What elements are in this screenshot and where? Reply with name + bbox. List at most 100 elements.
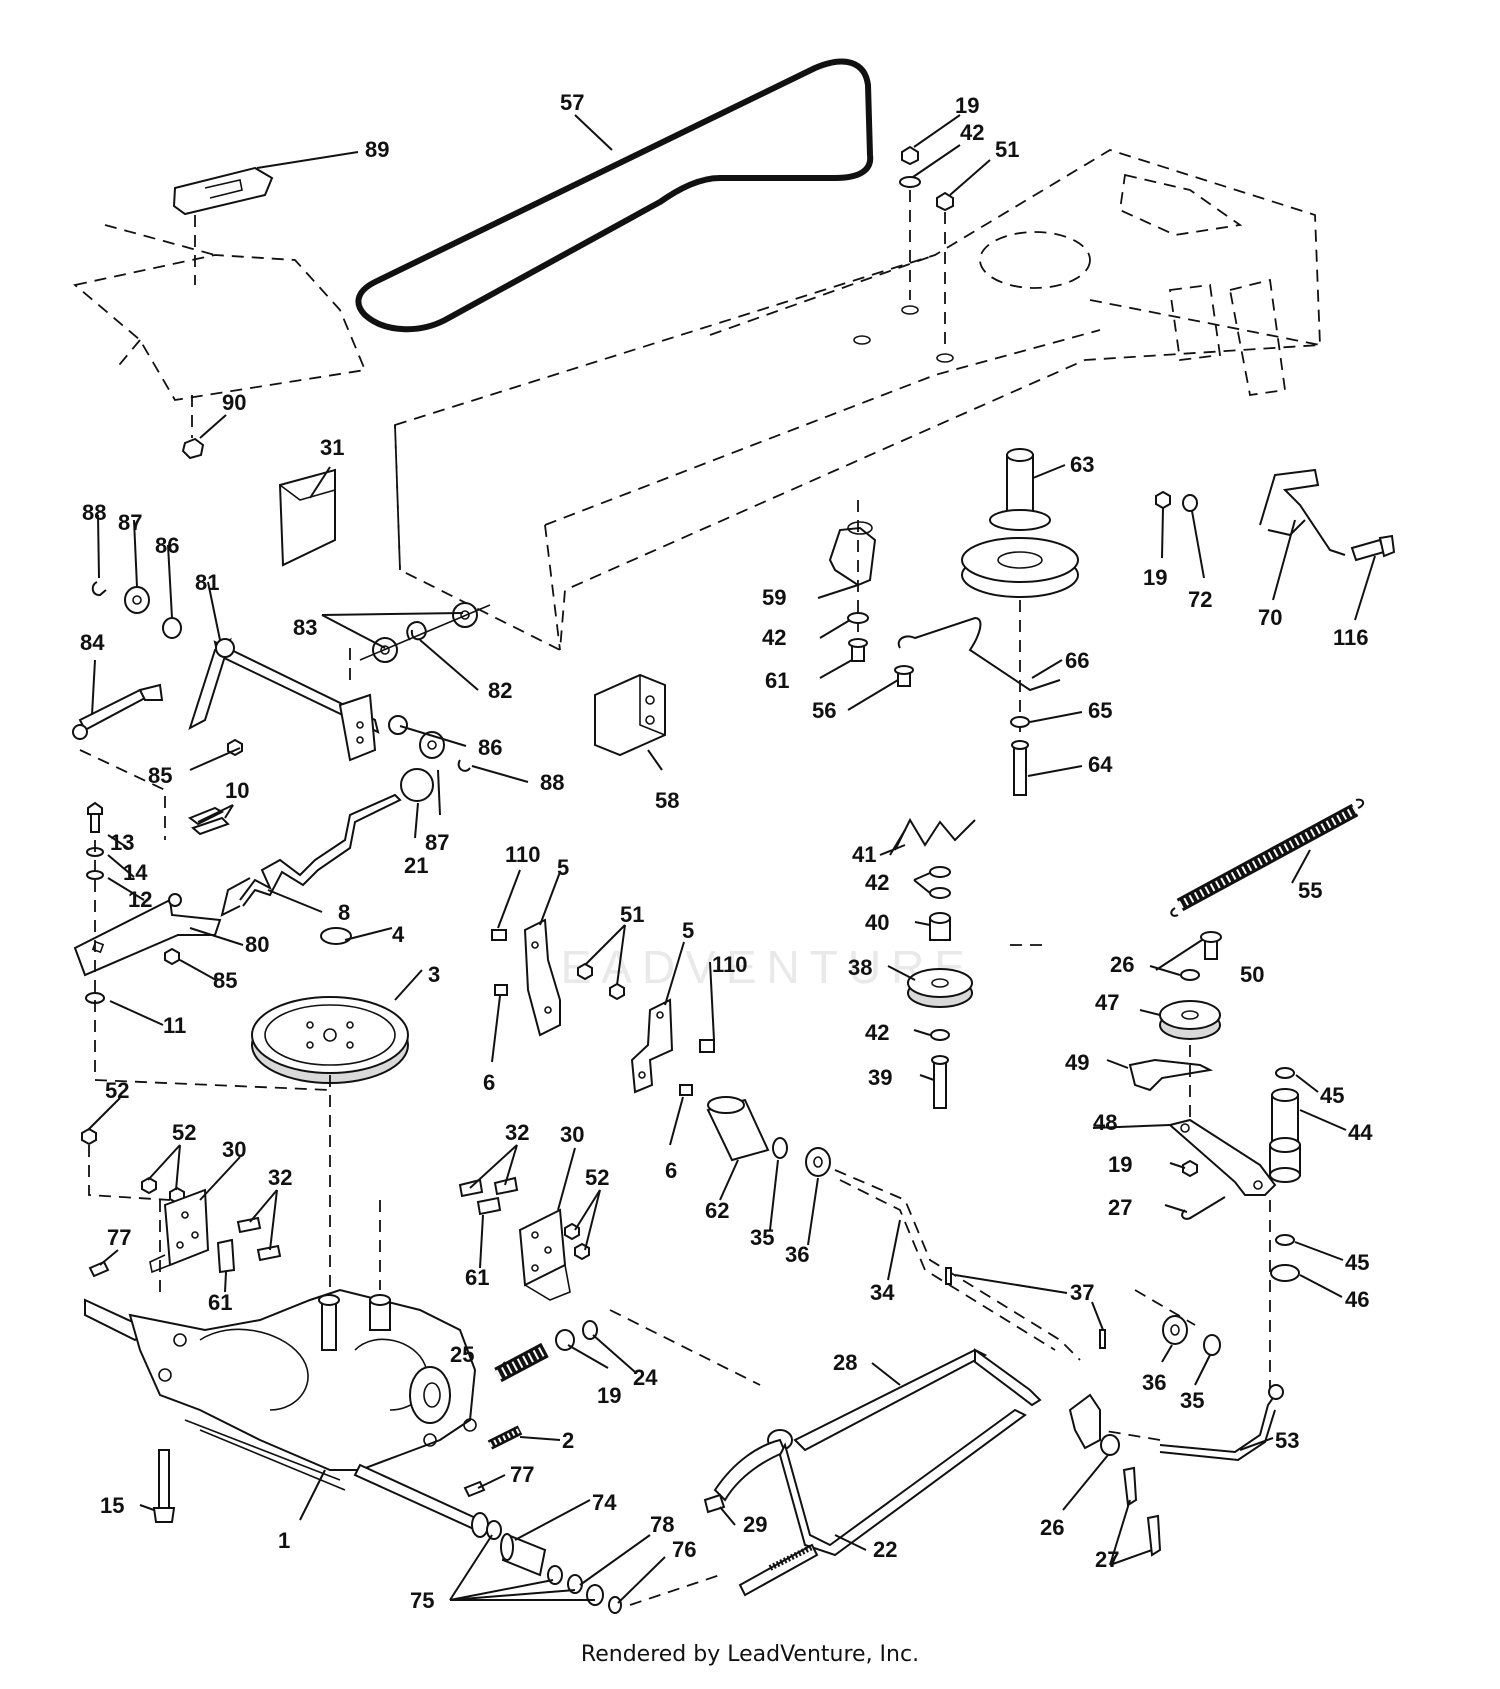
callout-21: 21 bbox=[404, 853, 428, 878]
callout-47: 47 bbox=[1095, 990, 1119, 1015]
bolt-15 bbox=[152, 1449, 176, 1523]
callout-41: 41 bbox=[852, 842, 876, 867]
callout-90: 90 bbox=[222, 390, 246, 415]
callout-82: 82 bbox=[488, 678, 512, 703]
callout-62: 62 bbox=[705, 1198, 729, 1223]
callout-49: 49 bbox=[1065, 1050, 1089, 1075]
callout-110: 110 bbox=[712, 952, 748, 977]
callout-70: 70 bbox=[1258, 605, 1282, 630]
callout-6: 6 bbox=[483, 1070, 495, 1095]
callout-63: 63 bbox=[1070, 452, 1094, 477]
keys-77 bbox=[88, 1260, 486, 1498]
callout-34: 34 bbox=[870, 1280, 895, 1305]
springs-25-2 bbox=[487, 1309, 761, 1450]
callout-61: 61 bbox=[208, 1290, 232, 1315]
callout-116: 116 bbox=[1333, 625, 1369, 650]
idler-arm-70 bbox=[1259, 468, 1396, 562]
spring-wire-66 bbox=[894, 616, 1061, 692]
bracket-31 bbox=[278, 468, 336, 567]
axle-spacers-74-75 bbox=[486, 1520, 721, 1614]
callout-35: 35 bbox=[1180, 1388, 1204, 1413]
callout-72: 72 bbox=[1188, 587, 1212, 612]
callout-28: 28 bbox=[833, 1350, 857, 1375]
bracket-26-rod-53 bbox=[1068, 1384, 1284, 1557]
callout-77: 77 bbox=[107, 1225, 131, 1250]
callout-57: 57 bbox=[560, 90, 584, 115]
rod-34 bbox=[834, 1169, 1081, 1361]
rods-28-22 bbox=[703, 1348, 1042, 1597]
callout-30: 30 bbox=[560, 1122, 584, 1147]
callout-22: 22 bbox=[873, 1537, 897, 1562]
callout-32: 32 bbox=[505, 1120, 529, 1145]
dash-panel-outline bbox=[73, 224, 367, 401]
console-plate bbox=[172, 166, 274, 285]
callout-66: 66 bbox=[1065, 648, 1089, 673]
callout-77: 77 bbox=[510, 1462, 534, 1487]
callout-83: 83 bbox=[293, 615, 317, 640]
callout-25: 25 bbox=[450, 1342, 474, 1367]
callout-87: 87 bbox=[118, 510, 142, 535]
callout-78: 78 bbox=[650, 1512, 674, 1537]
fasteners-top bbox=[853, 145, 954, 363]
callout-51: 51 bbox=[995, 137, 1019, 162]
callout-86: 86 bbox=[478, 735, 502, 760]
credit-text: Rendered by LeadVenture, Inc. bbox=[580, 1642, 920, 1667]
callout-4: 4 bbox=[392, 922, 405, 947]
callout-45: 45 bbox=[1320, 1083, 1344, 1108]
idler-stack-38 bbox=[889, 817, 976, 1109]
callout-85: 85 bbox=[213, 968, 237, 993]
callout-50: 50 bbox=[1240, 962, 1264, 987]
brackets-5 bbox=[491, 918, 715, 1096]
callout-26: 26 bbox=[1110, 952, 1134, 977]
callout-15: 15 bbox=[100, 1493, 124, 1518]
callout-29: 29 bbox=[743, 1512, 767, 1537]
callout-88: 88 bbox=[540, 770, 564, 795]
extension-spring-55 bbox=[1170, 798, 1364, 917]
shift-rod-8 bbox=[187, 768, 434, 917]
washers-36-35-lower bbox=[1162, 1315, 1221, 1356]
callout-5: 5 bbox=[557, 855, 569, 880]
callout-19: 19 bbox=[1143, 565, 1167, 590]
callout-27: 27 bbox=[1095, 1547, 1119, 1572]
callout-19: 19 bbox=[597, 1383, 621, 1408]
callout-42: 42 bbox=[865, 870, 889, 895]
spindle-pulley-63 bbox=[961, 448, 1079, 770]
callout-59: 59 bbox=[762, 585, 786, 610]
callout-40: 40 bbox=[865, 910, 889, 935]
callout-52: 52 bbox=[105, 1078, 129, 1103]
lever-shaft-81 bbox=[79, 637, 380, 840]
transaxle-1 bbox=[84, 1200, 489, 1538]
callout-19: 19 bbox=[1108, 1152, 1132, 1177]
idler-bracket-48 bbox=[1128, 931, 1301, 1390]
callout-64: 64 bbox=[1088, 752, 1113, 777]
callout-51: 51 bbox=[620, 902, 644, 927]
callout-12: 12 bbox=[128, 887, 152, 912]
washer-bolt-65-64 bbox=[1010, 716, 1030, 796]
callout-75: 75 bbox=[410, 1588, 434, 1613]
callout-65: 65 bbox=[1088, 698, 1112, 723]
callout-80: 80 bbox=[245, 932, 269, 957]
callout-81: 81 bbox=[195, 570, 219, 595]
callout-52: 52 bbox=[585, 1165, 609, 1190]
callout-3: 3 bbox=[428, 962, 440, 987]
callout-36: 36 bbox=[785, 1242, 809, 1267]
callout-6: 6 bbox=[665, 1158, 677, 1183]
callout-5: 5 bbox=[682, 918, 694, 943]
drive-pulley-3 bbox=[251, 927, 409, 1300]
callout-84: 84 bbox=[80, 630, 105, 655]
callout-88: 88 bbox=[82, 500, 106, 525]
callout-35: 35 bbox=[750, 1225, 774, 1250]
callout-14: 14 bbox=[123, 860, 148, 885]
callout-89: 89 bbox=[365, 137, 389, 162]
bracket-30-left bbox=[81, 1127, 282, 1300]
callout-46: 46 bbox=[1345, 1287, 1369, 1312]
callout-61: 61 bbox=[465, 1265, 489, 1290]
callout-8: 8 bbox=[338, 900, 350, 925]
callout-45: 45 bbox=[1345, 1250, 1369, 1275]
callout-19: 19 bbox=[955, 93, 979, 118]
callout-58: 58 bbox=[655, 788, 679, 813]
callout-1: 1 bbox=[278, 1528, 290, 1553]
callout-76: 76 bbox=[672, 1537, 696, 1562]
link-84 bbox=[72, 683, 243, 757]
